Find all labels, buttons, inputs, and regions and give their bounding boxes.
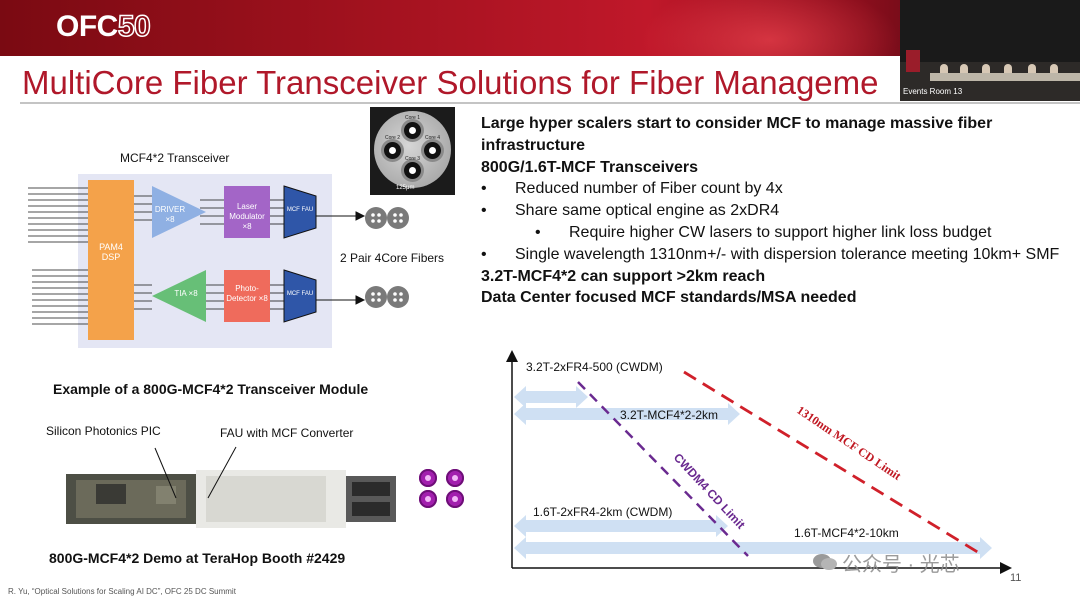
heading-3-2t-reach: 3.2T-MCF4*2 can support >2km reach [481, 267, 766, 285]
input-lanes [28, 187, 96, 243]
fiber-core [404, 122, 421, 139]
mcf-core-icon [446, 490, 464, 508]
panelist [960, 64, 968, 74]
panelist [1004, 64, 1012, 74]
laser-modulator-block [224, 186, 270, 238]
banner-glow [640, 0, 900, 56]
panelist [940, 64, 948, 74]
camera-label: Events Room 13 [903, 87, 963, 96]
core-label: Core 3 [405, 156, 421, 162]
fiber-core [384, 142, 401, 159]
sip-pic-label: Silicon Photonics PIC [46, 424, 161, 438]
mcf-cross-section-image: Core 1 Core 2 Core 4 Core 3 125μm [370, 107, 455, 195]
driver-label: DRIVER ×8 [154, 205, 186, 224]
panelist [982, 64, 990, 74]
mcf-fau-label: MCF FAU [286, 207, 314, 213]
ofc-logo: OFC50 [56, 9, 151, 44]
slide-title: MultiCore Fiber Transceiver Solutions fo… [22, 64, 879, 101]
bullet-fiber-count: Reduced number of Fiber count by 4x [481, 178, 1071, 200]
mcf-cd-limit-line [683, 370, 985, 558]
range-arrow-3-2t-fr4 [514, 386, 588, 408]
speaker-camera-feed: Events Room 13 [900, 0, 1080, 101]
range-arrow-3-2t-mcf [514, 403, 740, 425]
title-divider [20, 102, 1080, 104]
core-label: Core 4 [425, 135, 441, 141]
sub-bullet-cw-lasers: Require higher CW lasers to support high… [481, 222, 1071, 244]
fiber-core [424, 142, 441, 159]
tia-label: TIA ×8 [174, 289, 198, 298]
panel-table [930, 73, 1080, 81]
mcf-fau-rx-block [283, 269, 317, 323]
fau-converter-label: FAU with MCF Converter [220, 426, 354, 440]
watermark: 公众号 · 光芯 [842, 554, 960, 576]
citation-footer: R. Yu, “Optical Solutions for Scaling AI… [8, 587, 236, 596]
bullet-optical-engine: Share same optical engine as 2xDR4 [481, 200, 1071, 222]
key-points: Large hyper scalers start to consider MC… [481, 113, 1071, 309]
tia-block [152, 270, 206, 322]
transceiver-module-photo [66, 470, 396, 528]
fiber-pair-label: 2 Pair 4Core Fibers [340, 251, 445, 265]
page-number: 11 [1010, 572, 1022, 584]
module-caption: Example of a 800G-MCF4*2 Transceiver Mod… [53, 381, 369, 397]
panelist [1050, 64, 1058, 74]
cwdm4-limit-label: CWDM4 CD Limit [671, 450, 748, 531]
laser-modulator-label: Laser Modulator ×8 [229, 202, 265, 231]
mcf-core-icon [419, 469, 437, 487]
mcf-core-icon [419, 490, 437, 508]
driver-block [152, 186, 206, 238]
mcf-limit-label: 1310nm MCF CD Limit [794, 403, 903, 483]
cwdm4-cd-limit-line [577, 381, 749, 557]
label-3-2t-fr4: 3.2T-2xFR4-500 (CWDM) [526, 360, 663, 374]
heading-mcf-transceivers: 800G/1.6T-MCF Transceivers [481, 158, 698, 176]
core-label: Core 2 [385, 135, 401, 141]
core-label: Core 1 [405, 115, 421, 121]
photodetector-label: Photo-Detector ×8 [226, 284, 268, 303]
range-arrow-1-6t-mcf [514, 537, 992, 559]
range-arrow-1-6t-fr4 [514, 515, 728, 537]
heading-standards: Data Center focused MCF standards/MSA ne… [481, 289, 857, 307]
label-1-6t-mcf: 1.6T-MCF4*2-10km [794, 526, 899, 540]
pam4-dsp-block [88, 180, 134, 340]
label-1-6t-fr4: 1.6T-2xFR4-2km (CWDM) [533, 505, 673, 519]
podium [906, 50, 920, 72]
fiber-end-icons [365, 207, 409, 308]
panelist [1028, 64, 1036, 74]
diagram-title: MCF4*2 Transceiver [120, 151, 230, 165]
output-lanes [32, 269, 96, 325]
dsp-label: PAM4 DSP [99, 242, 123, 262]
scale-label: 125μm [396, 185, 415, 191]
mcf-fau-tx-block [283, 185, 317, 239]
bullet-wavelength: Single wavelength 1310nm+/- with dispers… [481, 244, 1071, 266]
fiber-core [404, 162, 421, 179]
photodetector-block [224, 270, 270, 322]
mcf-fau-label: MCF FAU [286, 291, 314, 297]
label-3-2t-mcf: 3.2T-MCF4*2-2km [620, 408, 719, 422]
demo-caption: 800G-MCF4*2 Demo at TeraHop Booth #2429 [49, 550, 346, 566]
heading-hyperscalers: Large hyper scalers start to consider MC… [481, 115, 993, 154]
wechat-icon [813, 554, 837, 570]
mcf-core-icon [446, 469, 464, 487]
